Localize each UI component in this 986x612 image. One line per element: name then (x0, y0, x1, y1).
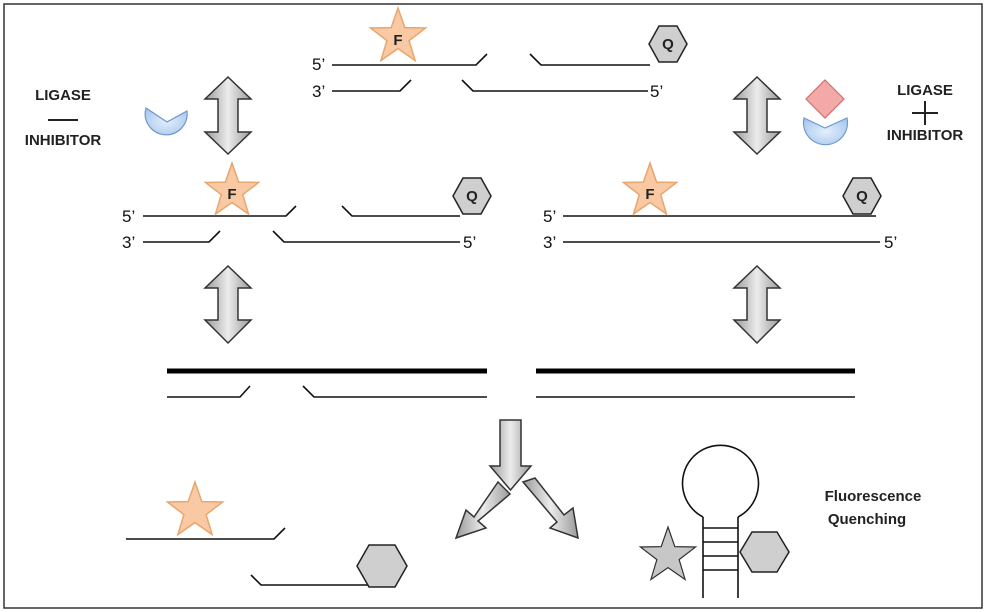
strand-quench (341, 205, 460, 217)
quencher-label: Q (662, 36, 674, 53)
end-label-3prime: 3’ (122, 233, 135, 252)
quencher-hexagon-icon (739, 531, 790, 573)
end-label-3prime: 3’ (312, 82, 325, 101)
template-right (272, 230, 460, 243)
end-label-5prime: 5’ (312, 55, 325, 74)
quencher-hexagon-icon (648, 25, 688, 63)
template-left (332, 79, 412, 92)
fluorophore-star-icon (368, 5, 428, 63)
strand-fluor (143, 205, 297, 217)
quenched-star-icon (638, 525, 698, 581)
unligated-products (126, 479, 408, 588)
ligase-enzyme-icon (802, 117, 849, 146)
ligase-label: LIGASE (897, 82, 953, 99)
fluorophore-label: F (227, 186, 236, 203)
end-label-3prime: 3’ (543, 233, 556, 252)
equilibrium-arrow-icon (203, 75, 253, 156)
end-label-5prime: 5’ (122, 207, 135, 226)
denaturation-left (167, 368, 487, 398)
inhibitor-label: INHIBITOR (887, 127, 964, 144)
end-label-5prime: 5’ (650, 82, 663, 101)
ligase-label: LIGASE (35, 87, 91, 104)
middle-right-duplex: 5’ 3’ 5’ F Q (543, 160, 897, 252)
fluorophore-label: F (645, 186, 654, 203)
middle-left-duplex: 5’ 3’ 5’ F Q (122, 160, 492, 252)
quencher-label: Q (466, 188, 478, 205)
inhibitor-diamond-icon (805, 79, 845, 119)
fluor-fragment (126, 527, 286, 540)
hairpin-quenched: Fluorescence Quenching (638, 444, 922, 598)
fluorophore-star-icon (621, 160, 679, 216)
quench-fragment (250, 574, 370, 586)
fluorophore-star-icon (203, 160, 261, 216)
denaturation-right (536, 368, 855, 398)
fragment-right (302, 385, 487, 398)
right-down-arrow-icon (521, 477, 579, 540)
equilibrium-arrow-icon (732, 264, 782, 345)
end-label-5prime: 5’ (884, 233, 897, 252)
hairpin-loop (681, 444, 760, 518)
split-arrow-icon (454, 419, 579, 540)
equilibrium-arrow-icon (203, 264, 253, 345)
end-label-5prime: 5’ (463, 233, 476, 252)
left-down-arrow-icon (454, 480, 512, 540)
fragment-left (167, 385, 251, 398)
template-left (143, 230, 221, 243)
fluorophore-star-icon (165, 479, 225, 537)
ligase-enzyme-icon (144, 107, 188, 136)
ligase-minus-inhibitor: LIGASE INHIBITOR (25, 87, 188, 149)
top-duplex: 5’ 3’ 5’ F Q (312, 5, 688, 101)
equilibrium-arrow-icon (732, 75, 782, 156)
down-arrow-icon (488, 419, 533, 492)
strand-fluor (332, 53, 488, 66)
quencher-hexagon-icon (842, 177, 882, 215)
inhibitor-label: INHIBITOR (25, 132, 102, 149)
ligase-plus-inhibitor: LIGASE INHIBITOR (802, 79, 964, 146)
end-label-5prime: 5’ (543, 207, 556, 226)
fluorophore-label: F (393, 32, 402, 49)
fluorescence-label: Fluorescence (825, 488, 922, 505)
frame-border (3, 3, 983, 609)
quencher-hexagon-icon (356, 544, 408, 588)
strand-quench (529, 53, 650, 66)
quenching-label: Quenching (828, 511, 906, 528)
template-right (461, 79, 648, 92)
quencher-label: Q (856, 188, 868, 205)
quencher-hexagon-icon (452, 177, 492, 215)
